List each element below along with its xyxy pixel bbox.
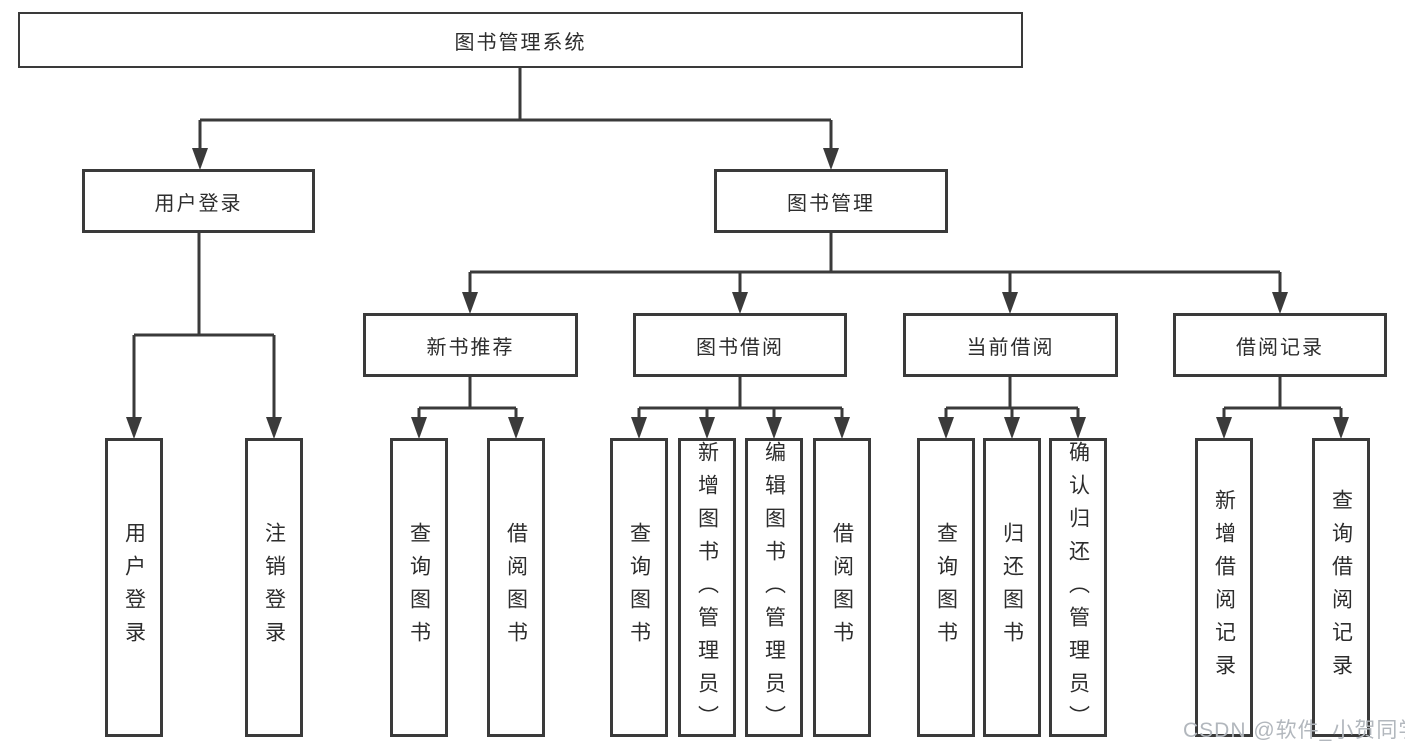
node-borrowing-records: 借阅记录 (1173, 313, 1387, 377)
node-leaf-borrow-add-books-admin: 新增图书（管理员） (678, 438, 736, 738)
node-leaf-record-query-borrow-record: 查询借阅记录 (1312, 438, 1370, 737)
node-label: 图书管理系统 (454, 31, 587, 54)
node-leaf-borrow-edit-books-admin: 编辑图书（管理员） (745, 438, 803, 738)
node-label: 新书推荐 (426, 336, 515, 359)
node-leaf-borrow-borrow-books: 借阅图书 (813, 438, 871, 737)
node-label: 查询借阅记录 (1329, 488, 1353, 687)
node-leaf-borrow-query-books: 查询图书 (610, 438, 668, 737)
node-label: 借阅图书 (504, 521, 528, 654)
node-label: 用户登录 (154, 192, 243, 215)
node-leaf-record-add-borrow-record: 新增借阅记录 (1195, 438, 1253, 737)
node-label: 注销登录 (262, 521, 286, 654)
node-user-login: 用户登录 (82, 169, 315, 233)
node-leaf-current-query-books: 查询图书 (917, 438, 975, 737)
connector-group (132, 68, 1343, 421)
node-label: 归还图书 (1000, 521, 1024, 654)
node-label: 借阅记录 (1236, 336, 1324, 359)
node-leaf-current-return-books: 归还图书 (983, 438, 1041, 737)
node-library-management-system: 图书管理系统 (18, 12, 1023, 68)
node-label: 确认归还（管理员） (1066, 441, 1090, 738)
node-label: 新增图书（管理员） (695, 441, 719, 738)
node-leaf-current-confirm-return-admin: 确认归还（管理员） (1049, 438, 1107, 738)
node-leaf-logout: 注销登录 (245, 438, 303, 737)
node-label: 查询图书 (934, 521, 958, 654)
node-current-borrowing: 当前借阅 (903, 313, 1118, 377)
node-label: 查询图书 (407, 521, 431, 654)
node-label: 图书管理 (787, 192, 875, 215)
node-leaf-newbook-query-books: 查询图书 (390, 438, 448, 737)
node-label: 借阅图书 (830, 521, 854, 654)
node-label: 用户登录 (122, 521, 146, 654)
node-label: 编辑图书（管理员） (762, 441, 786, 738)
node-leaf-newbook-borrow-books: 借阅图书 (487, 438, 545, 737)
node-book-management: 图书管理 (714, 169, 948, 233)
node-book-borrowing: 图书借阅 (633, 313, 847, 377)
csdn-watermark: CSDN @软件_小贺同学 (1183, 719, 1405, 742)
arrowheads (126, 148, 1349, 439)
node-label: 查询图书 (627, 521, 651, 654)
node-label: 图书借阅 (696, 336, 784, 359)
node-leaf-user-login: 用户登录 (105, 438, 163, 737)
node-new-book-recommend: 新书推荐 (363, 313, 578, 377)
node-label: 新增借阅记录 (1212, 488, 1236, 687)
node-label: 当前借阅 (966, 336, 1055, 359)
